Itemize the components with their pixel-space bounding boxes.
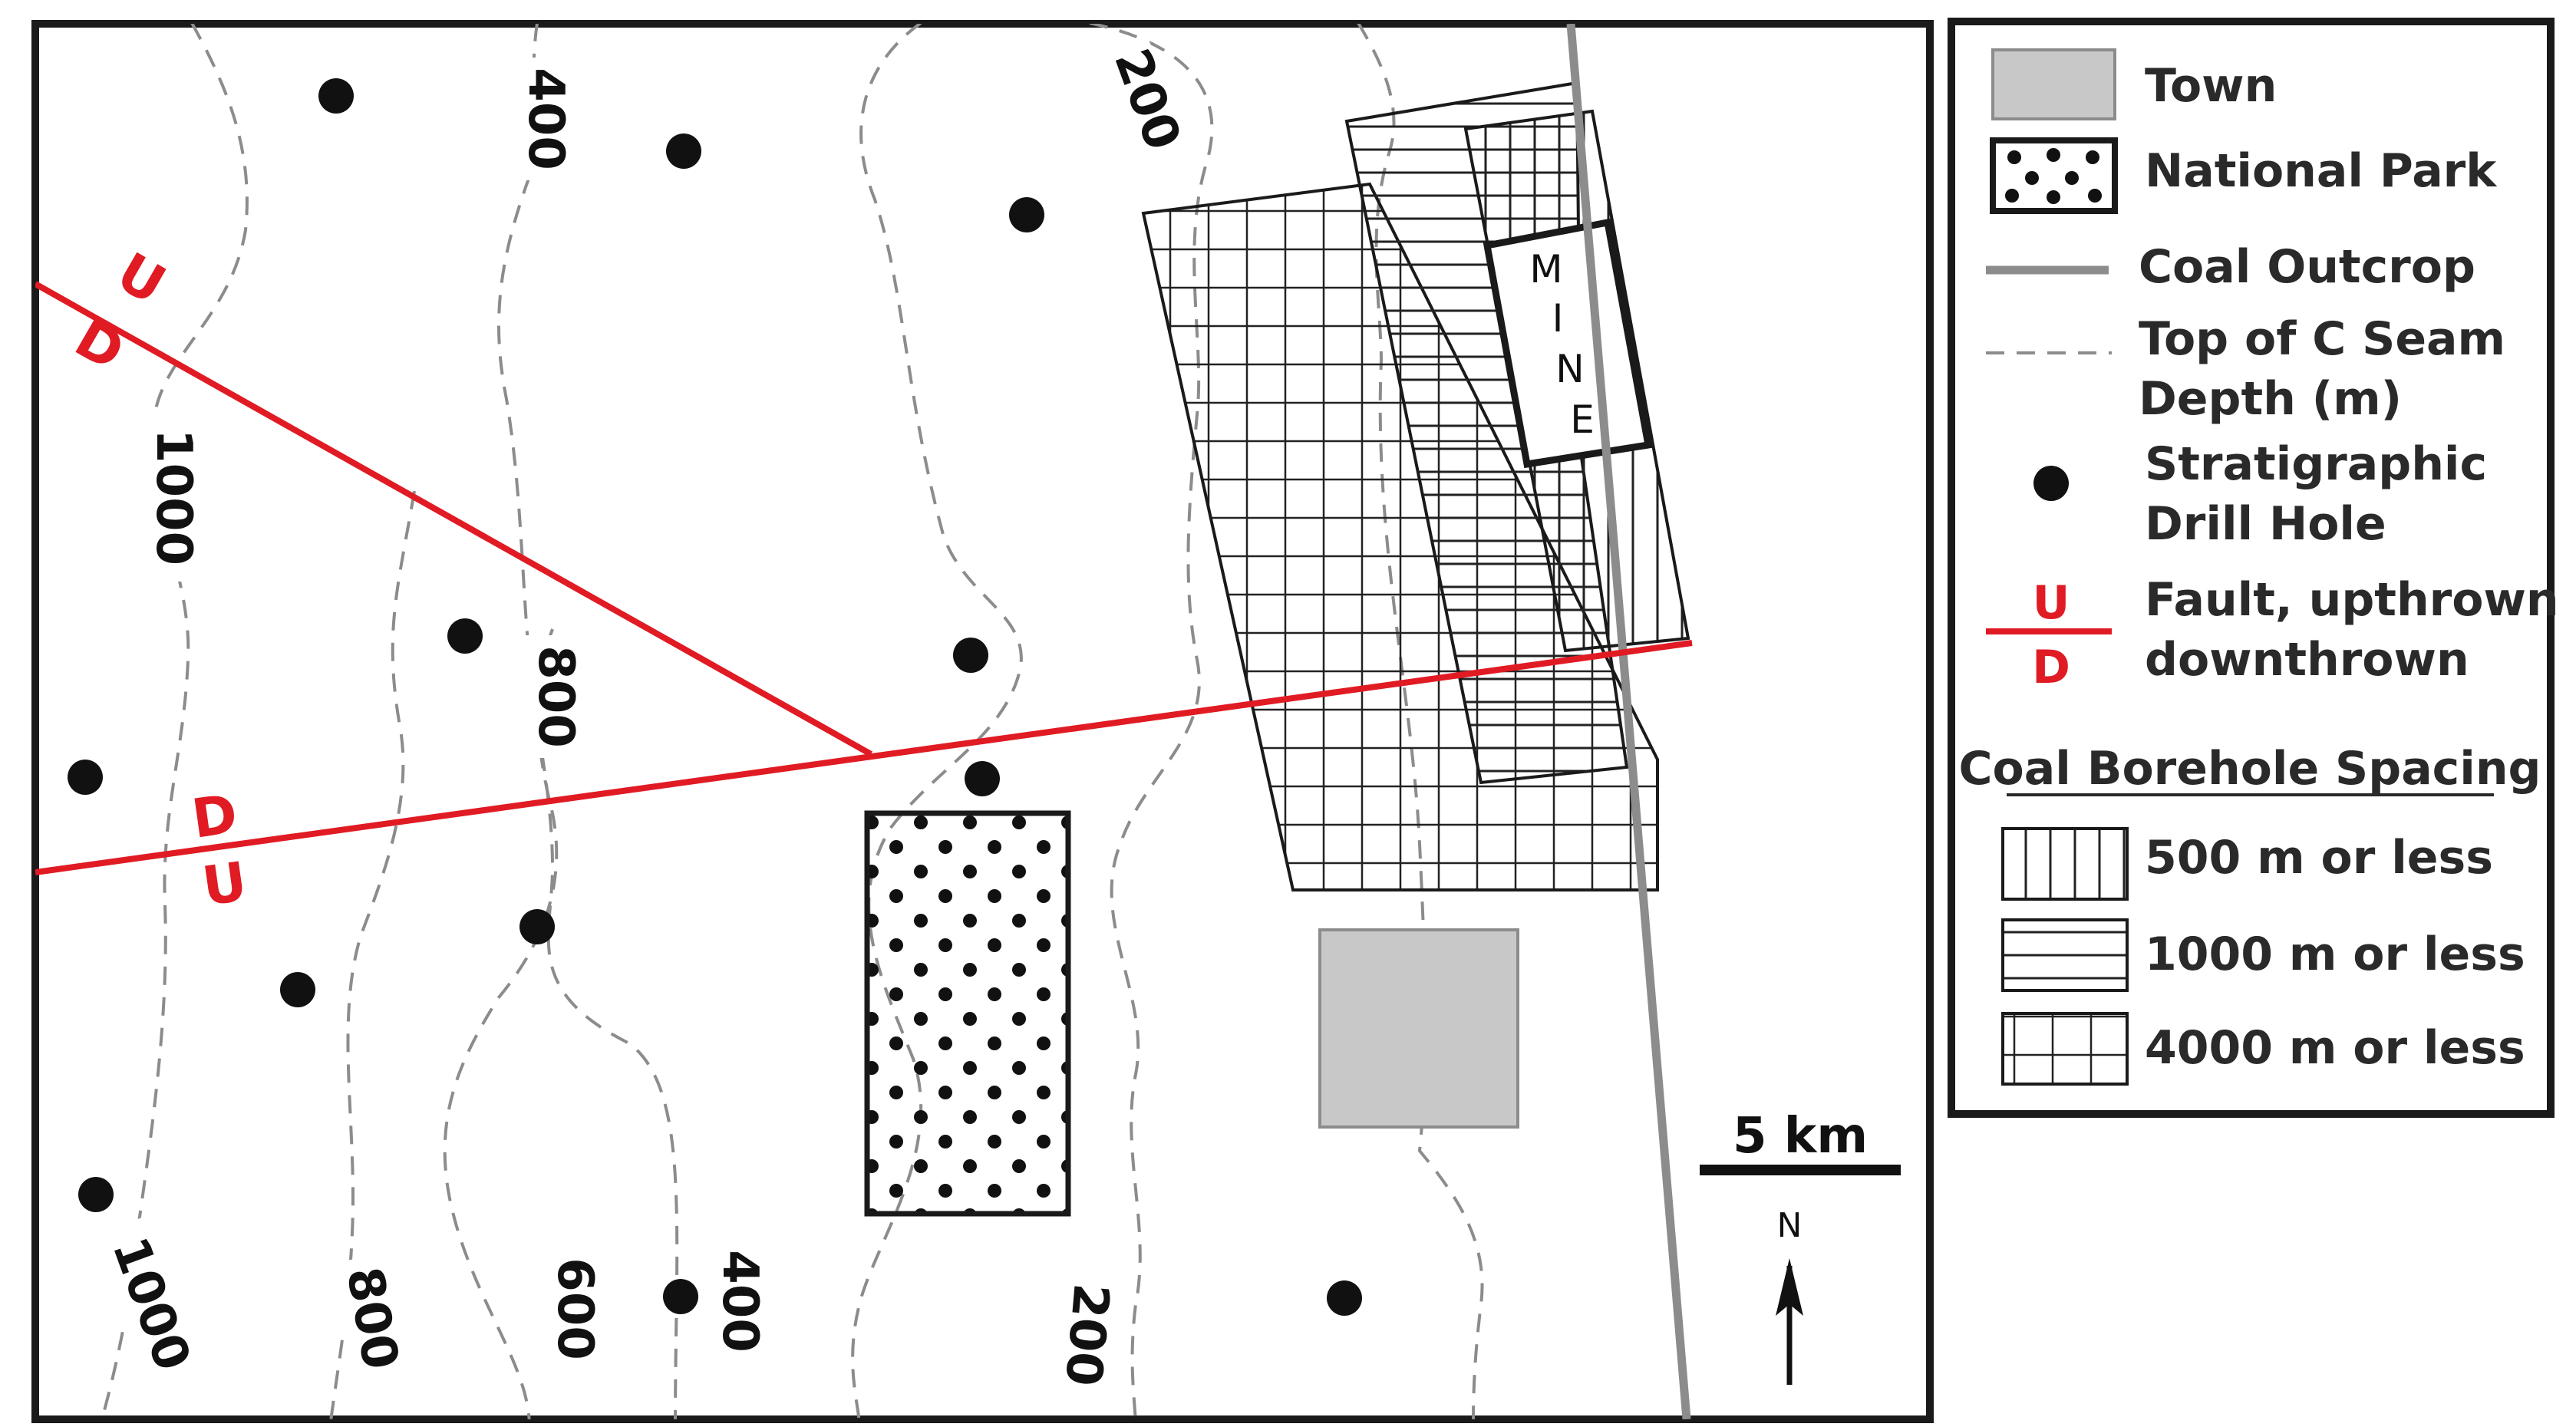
north-label: N [1777, 1206, 1803, 1245]
borehole-zones: M I N E [1141, 81, 1690, 891]
legend-spacing-500-swatch [2001, 827, 2129, 901]
drill-hole [965, 761, 1000, 796]
faults: U D D U [35, 240, 1693, 918]
legend-drill-hole-swatch [2033, 466, 2069, 501]
legend-spacing-500-label: 500 m or less [2145, 831, 2493, 885]
town-area [1318, 928, 1519, 1129]
coal-outcrop-line [1566, 24, 1691, 1419]
legend-contour-label-line1: Top of C Seam [2139, 312, 2505, 366]
drill-hole [280, 972, 315, 1007]
north-arrow-head-icon [1776, 1258, 1803, 1316]
contour-label-600-bottom: 600 [546, 1257, 603, 1360]
drill-hole [1327, 1280, 1362, 1316]
contour-line-200 [1089, 24, 1214, 1419]
contour-label-400-top: 400 [517, 68, 574, 170]
contour-line-300 [851, 24, 1023, 1419]
map-panel: M I N E U D D U [31, 20, 1934, 1423]
mine-area [1483, 218, 1653, 469]
legend-spacing-4000-swatch [2001, 1012, 2129, 1086]
drill-hole [666, 133, 701, 169]
drill-hole [318, 78, 354, 114]
contour-label-200-bottom: 200 [1054, 1281, 1119, 1389]
legend-park-label: National Park [2145, 144, 2498, 198]
legend-fault-label-line1: Fault, upthrown [2145, 573, 2559, 627]
legend-contour-label-line2: Depth (m) [2139, 372, 2402, 426]
north-arrow: N [1776, 1206, 1803, 1385]
fault-line-lower [35, 640, 1693, 875]
drill-hole [663, 1279, 698, 1314]
legend-town-swatch [1991, 48, 2116, 120]
drill-hole [78, 1177, 114, 1212]
legend-spacing-4000-label: 4000 m or less [2145, 1021, 2525, 1075]
mine-letter-e: E [1570, 397, 1595, 442]
legend-spacing-1000-label: 1000 m or less [2145, 928, 2525, 981]
fault-label-lower-d: D [188, 783, 241, 851]
legend-drill-label-line2: Drill Hole [2145, 497, 2386, 551]
legend-town-label: Town [2145, 59, 2277, 113]
mine-letter-i: I [1552, 296, 1564, 341]
drill-holes [68, 78, 1362, 1316]
scale-bar-line [1700, 1165, 1901, 1175]
legend-outcrop-label: Coal Outcrop [2139, 240, 2475, 294]
contour-line-100 [1357, 24, 1484, 1419]
contour-label-1000-top: 1000 [145, 429, 202, 565]
contour-label-400-bottom: 400 [711, 1250, 768, 1353]
mine-letter-m: M [1529, 247, 1562, 292]
legend-fault-d: D [2032, 641, 2070, 694]
mine-letter-n: N [1555, 347, 1584, 391]
legend-fault-u: U [2033, 576, 2070, 630]
contour-label-800-mid: 800 [527, 645, 584, 748]
drill-hole [519, 909, 555, 944]
legend-spacing-1000-swatch [2001, 918, 2129, 992]
legend-spacing-title: Coal Borehole Spacing [1959, 742, 2541, 796]
drill-hole [447, 618, 483, 654]
scale-bar: 5 km [1700, 1108, 1901, 1175]
fault-label-lower-u: U [199, 850, 251, 918]
scale-bar-label: 5 km [1733, 1108, 1868, 1165]
legend-panel: Town National Park Coal Outcrop Top of C… [1948, 18, 2559, 1118]
national-park-area [864, 810, 1071, 1217]
drill-hole [953, 638, 988, 673]
drill-hole [1009, 197, 1044, 232]
legend-fault-label-line2: downthrown [2145, 633, 2469, 687]
legend-drill-label-line1: Stratigraphic [2145, 437, 2487, 491]
contour-line-800 [329, 490, 416, 1419]
fault-line-upper [35, 281, 872, 757]
drill-hole [68, 760, 103, 795]
